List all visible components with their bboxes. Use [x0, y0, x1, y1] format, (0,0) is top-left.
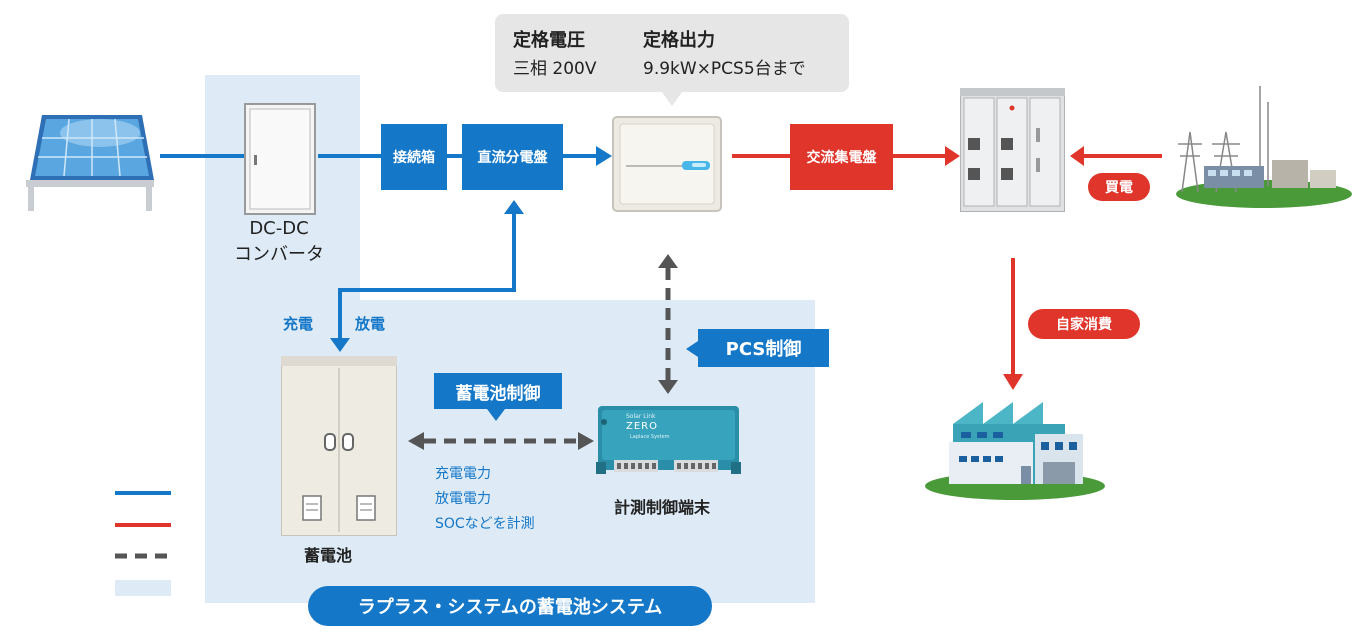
spec-callout-pointer	[662, 92, 682, 106]
pcs-control-tag-pointer	[686, 341, 698, 357]
battery-control-tag-pointer	[487, 409, 505, 421]
measure-charge-power: 充電電力	[435, 466, 491, 482]
pcs-unit-icon	[612, 116, 722, 212]
dc-distribution-panel: 直流分電盤	[462, 124, 563, 190]
control-terminal-icon	[596, 406, 741, 474]
terminal-brand-line1: Solar Link	[626, 413, 656, 420]
terminal-brand-line3: Laplace System	[630, 434, 670, 440]
battery-label: 蓄電池	[304, 546, 353, 565]
pcs-control-tag: PCS制御	[698, 329, 829, 367]
dc-dc-converter-icon	[244, 103, 316, 215]
measure-soc: SOCなどを計測	[435, 516, 535, 532]
voltage-title: 定格電圧	[513, 30, 585, 51]
ac-collection-panel: 交流集電盤	[790, 124, 893, 190]
system-name-pill: ラプラス・システムの蓄電池システム	[308, 586, 712, 626]
discharge-label: 放電	[355, 315, 386, 333]
switchgear-icon	[960, 88, 1065, 212]
charge-label: 充電	[283, 315, 314, 333]
measure-discharge-power: 放電電力	[435, 491, 491, 507]
converter-label-line2: コンバータ	[234, 244, 324, 265]
power-plant-icon	[1176, 86, 1352, 208]
converter-label-line1: DC-DC	[249, 218, 309, 239]
battery-cabinet-icon	[281, 356, 397, 536]
factory-icon	[925, 402, 1105, 500]
spec-callout	[495, 14, 849, 92]
output-title: 定格出力	[643, 30, 715, 51]
terminal-brand-line2: ZERO	[626, 421, 658, 432]
terminal-label: 計測制御端末	[614, 498, 711, 517]
buy-power-tag: 買電	[1088, 173, 1150, 201]
voltage-value: 三相 200V	[513, 59, 597, 79]
self-consumption-tag: 自家消費	[1028, 309, 1140, 339]
junction-box: 接続箱	[381, 124, 447, 190]
solar-panel-icon	[26, 115, 154, 211]
output-value: 9.9kW×PCS5台まで	[643, 59, 806, 79]
battery-control-tag: 蓄電池制御	[434, 373, 562, 409]
